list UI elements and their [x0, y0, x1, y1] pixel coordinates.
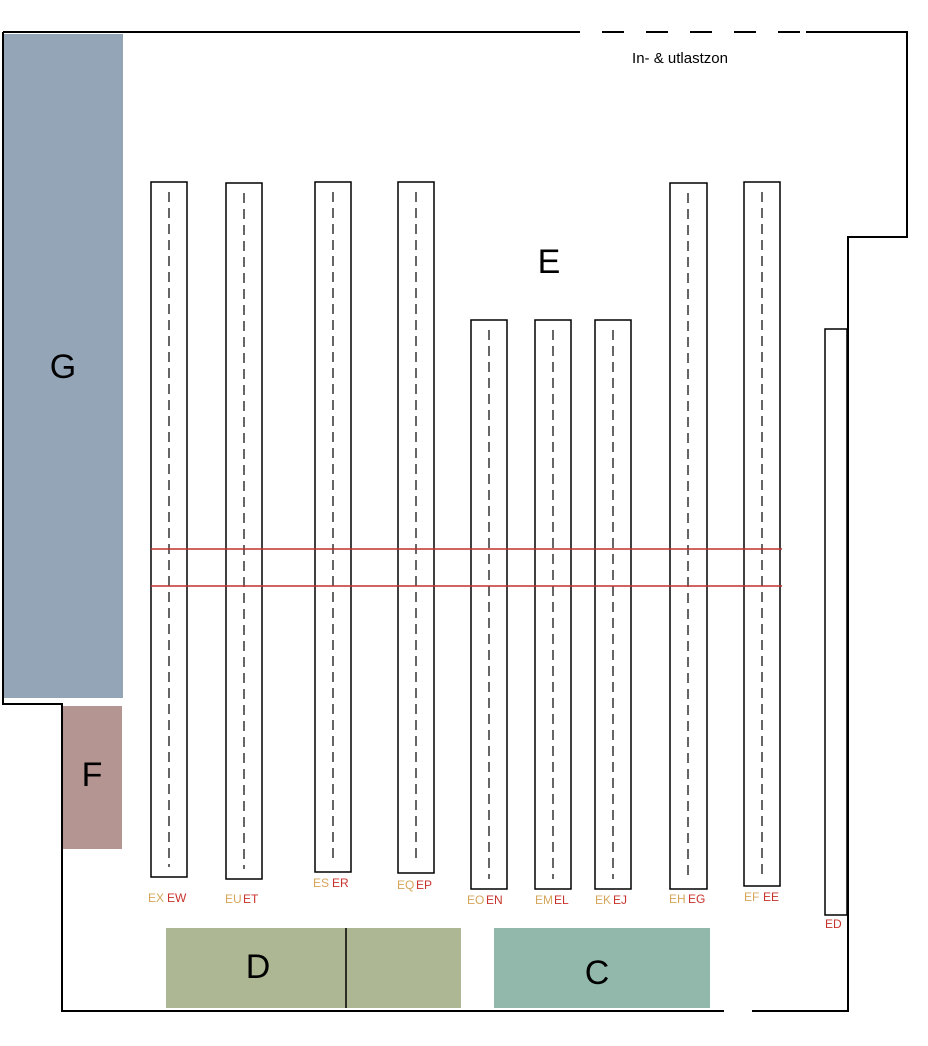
rack-aisle-ef-ee[interactable]	[743, 181, 781, 887]
zone-g-label: G	[50, 348, 76, 386]
aisle-label-es: ES	[313, 876, 329, 890]
zone-c-label: C	[585, 954, 610, 992]
aisle-label-ex: EX	[148, 891, 164, 905]
zone-f-label: F	[82, 756, 103, 794]
aisle-label-eq: EQ	[397, 878, 414, 892]
zone-e-label: E	[538, 243, 561, 281]
rack-aisle-eq-ep[interactable]	[397, 181, 435, 874]
aisle-label-ew: EW	[167, 891, 187, 905]
aisle-label-eo: EO	[467, 893, 484, 907]
rack-aisle-eh-eg[interactable]	[669, 182, 708, 890]
aisle-label-eh: EH	[669, 892, 686, 906]
rack-aisle-eu-et[interactable]	[225, 182, 263, 880]
aisle-label-eu: EU	[225, 892, 242, 906]
aisle-label-er: ER	[332, 876, 349, 890]
rack-aisle-eo-en[interactable]	[470, 319, 508, 890]
aisle-label-em: EM	[535, 893, 553, 907]
rack-side-ed[interactable]	[824, 328, 848, 916]
loading-zone-label: In- & utlastzon	[632, 50, 728, 67]
rack-aisle-em-el[interactable]	[534, 319, 572, 890]
aisle-label-en: EN	[486, 893, 503, 907]
zone-f-area[interactable]	[62, 706, 122, 849]
aisle-label-ef: EF	[744, 890, 759, 904]
rack-label-ed: ED	[825, 917, 842, 931]
aisle-label-eg: EG	[688, 892, 705, 906]
zone-d-label: D	[246, 948, 271, 986]
building-walls	[2, 31, 908, 1012]
aisle-label-ep: EP	[416, 878, 432, 892]
rack-aisle-ex-ew[interactable]	[150, 181, 188, 878]
aisle-label-et: ET	[243, 892, 259, 906]
rack-aisle-es-er[interactable]	[314, 181, 352, 873]
aisle-label-ej: EJ	[613, 893, 627, 907]
rack-aisle-ek-ej[interactable]	[594, 319, 632, 890]
aisle-label-ek: EK	[595, 893, 611, 907]
aisle-label-ee: EE	[763, 890, 779, 904]
zone-d-area[interactable]	[166, 928, 461, 1008]
zone-c-area[interactable]	[494, 928, 710, 1008]
zone-g-area[interactable]	[3, 34, 123, 698]
aisle-label-el: EL	[554, 893, 569, 907]
